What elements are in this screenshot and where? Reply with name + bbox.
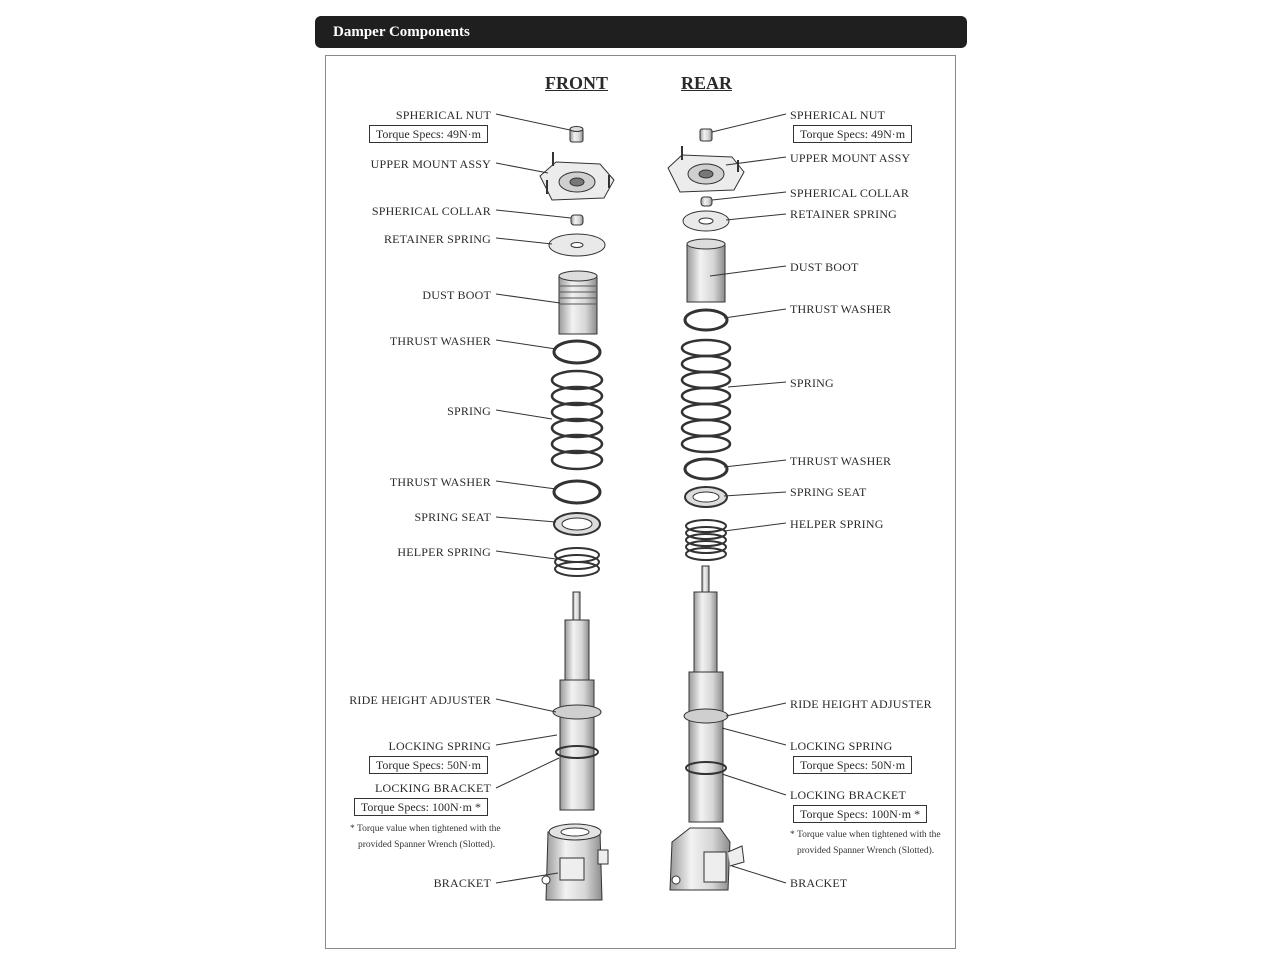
rear-bracket xyxy=(669,827,745,891)
rear-label-dust-boot: DUST BOOT xyxy=(790,260,859,274)
front-leader-lines xyxy=(495,113,572,884)
front-thrust-washer-top xyxy=(552,339,602,365)
front-label-spherical-nut: SPHERICAL NUT xyxy=(395,108,491,122)
front-bracket xyxy=(541,823,609,901)
rear-label-ride-height: RIDE HEIGHT ADJUSTER xyxy=(790,697,932,711)
rear-retainer-spring xyxy=(682,210,730,232)
rear-label-spherical-collar: SPHERICAL COLLAR xyxy=(790,186,910,200)
rear-label-thrust-washer-bottom: THRUST WASHER xyxy=(790,454,892,468)
section-title: Damper Components xyxy=(333,24,470,40)
rear-damper-body xyxy=(683,565,729,823)
rear-label-thrust-washer-top: THRUST WASHER xyxy=(790,302,892,316)
front-damper-body xyxy=(552,591,602,811)
front-label-upper-mount: UPPER MOUNT ASSY xyxy=(370,157,491,171)
front-torque-nut: Torque Specs: 49N·m xyxy=(368,125,488,143)
front-torque-note-1: * Torque value when tightened with the xyxy=(350,824,501,834)
rear-label-locking-bracket: LOCKING BRACKET xyxy=(790,788,906,802)
rear-label-spherical-nut: SPHERICAL NUT xyxy=(790,108,886,122)
front-ride-height-ring xyxy=(552,704,602,720)
front-spherical-collar xyxy=(570,214,584,226)
front-label-spring: SPRING xyxy=(447,404,491,418)
front-torque-locking-spring: Torque Specs: 50N·m xyxy=(368,756,488,774)
rear-label-helper-spring: HELPER SPRING xyxy=(790,517,884,531)
front-label-retainer-spring: RETAINER SPRING xyxy=(383,232,491,246)
front-torque-locking-bracket: Torque Specs: 100N·m * xyxy=(353,798,488,816)
front-label-bracket: BRACKET xyxy=(433,876,491,890)
front-label-spherical-collar: SPHERICAL COLLAR xyxy=(371,204,491,218)
section-title-bar: Damper Components xyxy=(315,16,967,48)
front-label-dust-boot: DUST BOOT xyxy=(422,288,491,302)
front-dust-boot xyxy=(558,270,598,335)
rear-heading: REAR xyxy=(681,73,733,93)
rear-spherical-collar xyxy=(700,196,713,207)
rear-spherical-nut xyxy=(699,128,713,142)
front-spherical-nut xyxy=(569,126,584,143)
front-spring-seat xyxy=(553,512,601,536)
front-retainer-spring xyxy=(548,233,606,257)
front-label-helper-spring: HELPER SPRING xyxy=(397,545,491,559)
front-main-spring xyxy=(550,369,604,471)
rear-label-locking-spring: LOCKING SPRING xyxy=(790,739,893,753)
rear-helper-spring xyxy=(685,519,727,561)
rear-locking-ring xyxy=(685,761,727,775)
front-label-locking-bracket: LOCKING BRACKET xyxy=(375,781,491,795)
rear-torque-locking-spring: Torque Specs: 50N·m xyxy=(793,756,913,774)
rear-main-spring xyxy=(680,338,732,454)
rear-thrust-washer-top xyxy=(683,308,729,332)
rear-dust-boot xyxy=(686,238,726,303)
front-label-thrust-washer-top: THRUST WASHER xyxy=(389,334,491,348)
front-label-ride-height: RIDE HEIGHT ADJUSTER xyxy=(349,693,491,707)
rear-torque-note-2: provided Spanner Wrench (Slotted). xyxy=(797,846,935,856)
diagram-frame xyxy=(325,55,956,949)
rear-torque-nut: Torque Specs: 49N·m xyxy=(793,125,913,143)
rear-label-bracket: BRACKET xyxy=(790,876,848,890)
rear-torque-locking-bracket: Torque Specs: 100N·m * xyxy=(793,805,928,823)
front-heading: FRONT xyxy=(545,73,608,93)
rear-label-upper-mount: UPPER MOUNT ASSY xyxy=(790,151,911,165)
front-label-thrust-washer-bottom: THRUST WASHER xyxy=(389,475,491,489)
rear-thrust-washer-bottom xyxy=(683,457,729,481)
front-upper-mount xyxy=(539,152,615,201)
rear-leader-lines xyxy=(709,113,787,884)
front-label-locking-spring: LOCKING SPRING xyxy=(388,739,491,753)
front-helper-spring xyxy=(554,547,600,577)
rear-ride-height-ring xyxy=(683,708,729,724)
rear-torque-note-1: * Torque value when tightened with the xyxy=(790,830,941,840)
rear-label-spring-seat: SPRING SEAT xyxy=(790,485,867,499)
front-torque-note-2: provided Spanner Wrench (Slotted). xyxy=(358,840,496,850)
rear-label-spring: SPRING xyxy=(790,376,834,390)
rear-spring-seat xyxy=(684,486,728,508)
rear-label-retainer-spring: RETAINER SPRING xyxy=(790,207,898,221)
front-label-spring-seat: SPRING SEAT xyxy=(414,510,491,524)
rear-upper-mount xyxy=(667,146,745,193)
front-locking-ring xyxy=(555,745,599,759)
front-thrust-washer-bottom xyxy=(552,479,602,505)
